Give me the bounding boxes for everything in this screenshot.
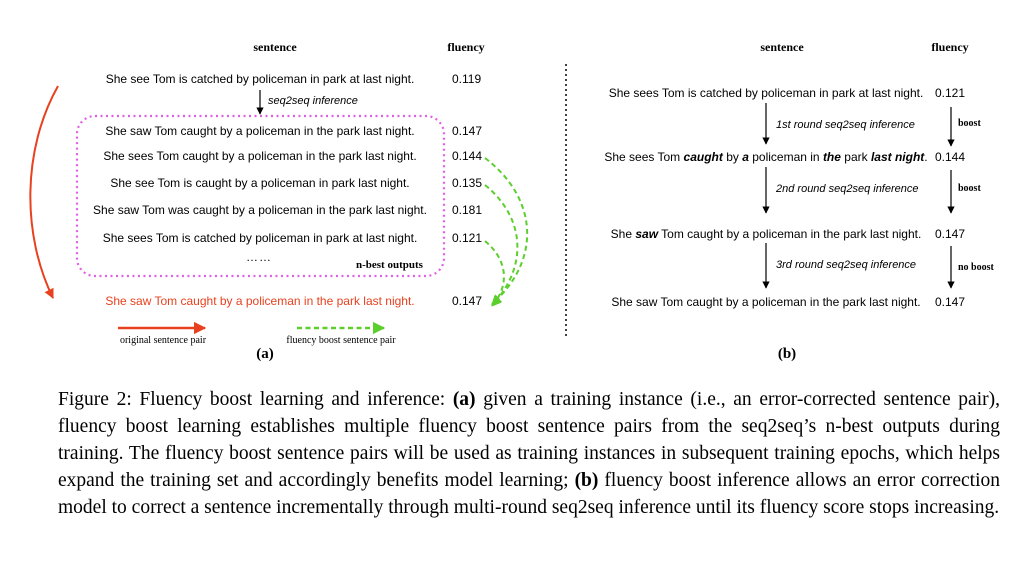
b-fluency-1: 0.144 (935, 150, 966, 164)
b-sentence-3: She saw Tom caught by a policeman in the… (611, 295, 921, 309)
a-nbest-3-fluency: 0.135 (452, 176, 483, 190)
panel-a-label: (a) (256, 346, 274, 362)
panel-b-label: (b) (777, 346, 797, 362)
a-nbest-5-fluency: 0.121 (452, 231, 483, 245)
b-sentence-0: She sees Tom is catched by policeman in … (608, 86, 924, 100)
b-sentence-2: She saw Tom caught by a policeman in the… (610, 227, 922, 241)
nbest-box (75, 114, 446, 278)
legend-original-label: original sentence pair (119, 335, 207, 346)
a-source-fluency: 0.119 (452, 72, 482, 86)
legend-boost-label: fluency boost sentence pair (286, 335, 396, 346)
a-nbest-4-fluency: 0.181 (452, 203, 483, 217)
a-nbest-2-fluency: 0.144 (452, 149, 483, 163)
a-target-sentence: She saw Tom caught by a policeman in the… (105, 294, 415, 308)
b-round-2: 2nd round seq2seq inference (776, 183, 919, 195)
b-boost-2: boost (958, 183, 981, 194)
boost-curve-1 (484, 157, 529, 305)
a-nbest-1: She saw Tom caught by a policeman in the… (105, 124, 415, 138)
b-fluency-2: 0.147 (935, 227, 966, 241)
boost-curve-2 (484, 184, 519, 306)
b-sentence-1: She sees Tom caught by a policeman in th… (604, 150, 928, 164)
b-fluency-0: 0.121 (935, 86, 966, 100)
a-nbest-4: She saw Tom was caught by a policeman in… (93, 203, 427, 217)
a-source-sentence: She see Tom is catched by policeman in p… (105, 72, 415, 86)
b-header-fluency: fluency (931, 40, 969, 54)
b-header-sentence: sentence (760, 40, 804, 54)
original-pair-curve (29, 85, 59, 299)
a-target-fluency: 0.147 (452, 294, 483, 308)
a-inference-label: seq2seq inference (268, 95, 358, 107)
figure-caption: Figure 2: Fluency boost learning and inf… (58, 389, 1001, 518)
b-fluency-3: 0.147 (935, 295, 966, 309)
a-header-sentence: sentence (253, 40, 297, 54)
a-nbest-5: She sees Tom is catched by policeman in … (102, 231, 418, 245)
a-header-fluency: fluency (447, 40, 485, 54)
a-nbest-label: n-best outputs (356, 259, 423, 271)
b-boost-3: no boost (958, 262, 994, 273)
a-nbest-2: She sees Tom caught by a policeman in th… (103, 149, 417, 163)
a-ellipsis: …… (246, 250, 272, 264)
b-boost-1: boost (958, 118, 981, 129)
b-round-3: 3rd round seq2seq inference (776, 259, 917, 271)
a-nbest-1-fluency: 0.147 (452, 124, 483, 138)
b-round-1: 1st round seq2seq inference (776, 119, 915, 131)
boost-curve-3 (484, 240, 505, 307)
a-nbest-3: She see Tom is caught by a policeman in … (110, 176, 410, 190)
